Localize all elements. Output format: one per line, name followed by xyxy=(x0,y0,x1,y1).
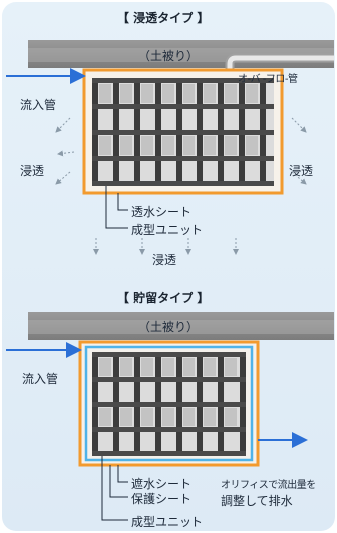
molded-unit-label: 成型ユニット xyxy=(131,223,204,237)
soil-cover-label: （土被り） xyxy=(138,49,199,63)
inflow-pipe-label-2: 流入管 xyxy=(22,372,59,386)
orifice-note-line2: 調整して排水 xyxy=(221,494,293,508)
molded-unit-label-2: 成型ユニット xyxy=(131,515,204,529)
impermeable-sheet-outline xyxy=(84,345,254,462)
soil-cover-label-2: （土被り） xyxy=(138,320,199,334)
storage-title: 【 貯留タイプ 】 xyxy=(117,291,210,305)
overflow-pipe-label: オ-バ -フロ-管 xyxy=(238,74,298,85)
infiltration-diagram xyxy=(6,40,334,255)
orifice-note-line1: オリフィスで流出量を xyxy=(221,480,316,491)
protection-sheet-label: 保護シート xyxy=(131,492,192,506)
impermeable-sheet-label: 遮水シート xyxy=(131,477,192,491)
molded-unit-grid xyxy=(92,78,274,186)
infiltration-title: 【 浸透タイプ 】 xyxy=(117,11,210,25)
seep-right-label: 浸透 xyxy=(289,164,314,178)
molded-unit-grid-2 xyxy=(92,352,246,456)
seep-bottom-label: 浸透 xyxy=(152,253,177,267)
seep-left-label: 浸透 xyxy=(20,164,45,178)
soil-cover-band-2 xyxy=(28,312,334,340)
inflow-pipe-label: 流入管 xyxy=(20,98,57,112)
permeable-sheet-label: 透水シート xyxy=(131,205,192,219)
storage-diagram xyxy=(6,312,334,521)
